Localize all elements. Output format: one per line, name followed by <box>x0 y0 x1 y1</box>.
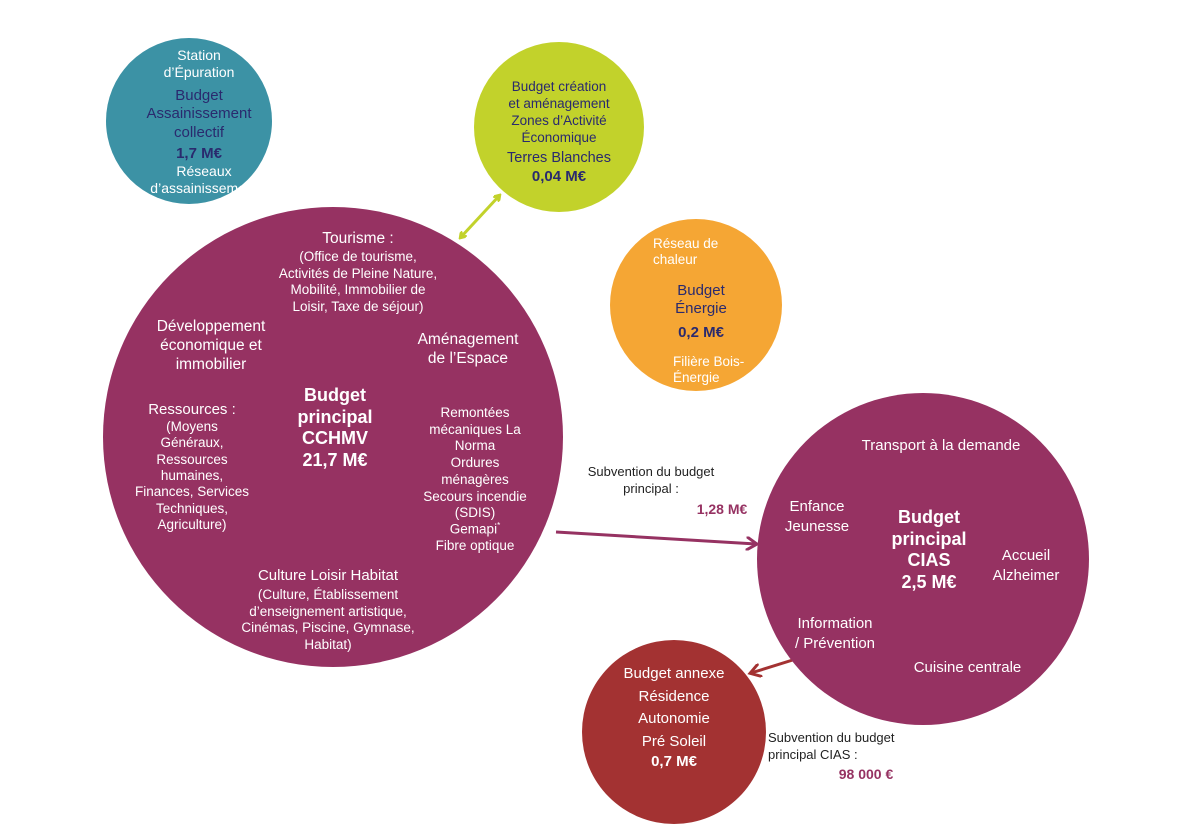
cias-cuisine-label: Cuisine centrale <box>913 659 1022 676</box>
zones-title: Budget création et aménagement Zones d’A… <box>508 79 610 145</box>
culture-label: Culture Loisir Habitat <box>257 567 399 584</box>
budget-energie-circle <box>610 219 782 391</box>
subvention-label: Subvention du budget principal : <box>587 464 715 496</box>
ressources-detail: (Moyens Généraux, Ressources humaines, F… <box>134 419 250 532</box>
energie-top-label: Réseau de chaleur <box>653 236 719 268</box>
energie-amount: 0,2 M€ <box>678 324 724 341</box>
residence-title: Budget annexe Résidence Autonomie Pré So… <box>623 665 725 750</box>
cias-enfance-label: Enfance Jeunesse <box>784 498 850 535</box>
zones-subtitle: Terres Blanches <box>507 150 611 166</box>
arrow-principal-zones <box>461 196 499 237</box>
tourisme-detail: (Office de tourisme, Activités de Pleine… <box>278 249 438 315</box>
energie-bottom-label: Filière Bois- Énergie <box>673 354 745 386</box>
budget-principal-circle <box>103 207 563 667</box>
energie-budget-label: Budget Énergie <box>675 282 727 318</box>
budget-cias-circle <box>757 393 1089 725</box>
amenagement-label: Aménagement de l’Espace <box>417 331 519 367</box>
ressources-label: Ressources : <box>148 401 236 418</box>
cias-center-label: Budget principal CIAS 2,5 M€ <box>891 507 967 592</box>
cias-information-label: Information / Prévention <box>794 615 876 652</box>
assainissement-bottom-label: Réseaux d’assainissement <box>150 163 258 197</box>
cias-transport-label: Transport à la demande <box>861 437 1021 454</box>
subvention-cias-value: 98 000 € <box>838 766 894 782</box>
principal-center-label: Budget principal CCHMV 21,7 M€ <box>297 385 373 470</box>
developpement-label: Développement économique et immobilier <box>156 318 266 373</box>
subvention-value: 1,28 M€ <box>696 501 748 517</box>
gemapi-text: Gemapi <box>449 521 498 537</box>
subvention-cias-label: Subvention du budget principal CIAS : <box>768 730 895 762</box>
cias-accueil-label: Accueil Alzheimer <box>992 547 1060 584</box>
assainissement-amount: 1,7 M€ <box>176 145 222 162</box>
gemapi-footnote-mark: * <box>497 521 501 530</box>
assainissement-top-label: Station d’Épuration <box>163 47 235 81</box>
budget-assainissement-circle <box>106 38 272 204</box>
budget-zones-circle <box>474 42 644 212</box>
services-list: Remontées mécaniques La Norma Ordures mé… <box>423 405 527 521</box>
zones-amount: 0,04 M€ <box>531 168 587 185</box>
tourisme-label: Tourisme : <box>322 230 394 247</box>
budget-residence-circle <box>582 640 766 824</box>
gemapi-label: Gemapi* <box>405 521 545 538</box>
arrow-principal-cias <box>555 530 756 544</box>
assainissement-budget-label: Budget Assainissement collectif <box>146 87 252 141</box>
fibre-label: Fibre optique <box>435 538 515 553</box>
culture-detail: (Culture, Établissement d’enseignement a… <box>241 587 415 653</box>
residence-amount: 0,7 M€ <box>651 753 697 770</box>
